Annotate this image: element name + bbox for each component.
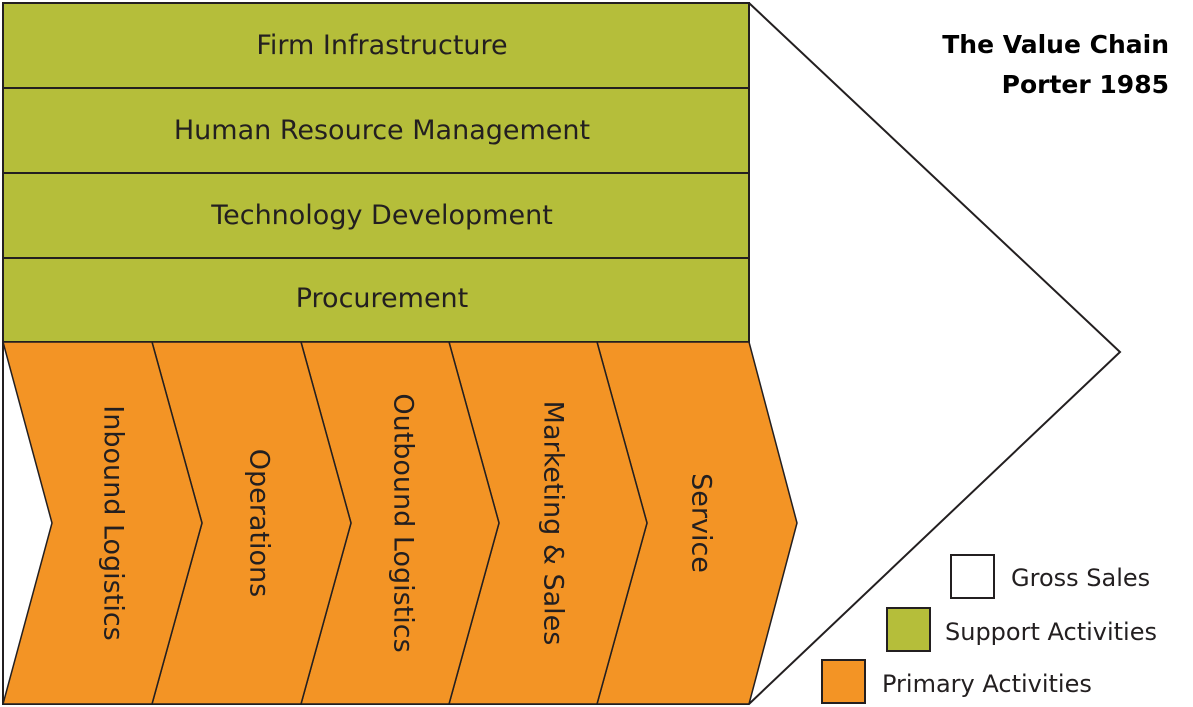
legend-swatch-primary-activities (821, 659, 866, 704)
support-row-firm-infrastructure (2, 2, 750, 89)
legend-label-primary-activities: Primary Activities (882, 670, 1092, 698)
support-row-technology-development (2, 172, 750, 259)
primary-activities: Inbound Logistics Operations Outbound Lo… (2, 341, 798, 705)
primary-label-operations: Operations (244, 449, 275, 597)
chevron-inbound-logistics (2, 341, 203, 705)
primary-label-marketing-sales: Marketing & Sales (538, 401, 569, 646)
legend (821, 554, 995, 704)
support-row-procurement (2, 257, 750, 343)
legend-label-support-activities: Support Activities (945, 618, 1157, 646)
support-activities: Firm Infrastructure Human Resource Manag… (2, 2, 750, 343)
primary-label-service: Service (686, 473, 717, 573)
support-label-firm-infrastructure: Firm Infrastructure (256, 30, 507, 61)
support-label-technology-development: Technology Development (210, 200, 553, 231)
primary-label-outbound-logistics: Outbound Logistics (388, 393, 419, 652)
legend-label-gross-sales: Gross Sales (1011, 564, 1151, 592)
support-label-procurement: Procurement (296, 283, 469, 314)
primary-label-inbound-logistics: Inbound Logistics (98, 405, 129, 640)
title-line-2: Porter 1985 (1001, 70, 1169, 99)
legend-swatch-gross-sales (950, 554, 995, 599)
legend-swatch-support-activities (886, 607, 931, 652)
support-label-human-resource-management: Human Resource Management (174, 115, 590, 146)
title-line-1: The Value Chain (942, 30, 1169, 59)
